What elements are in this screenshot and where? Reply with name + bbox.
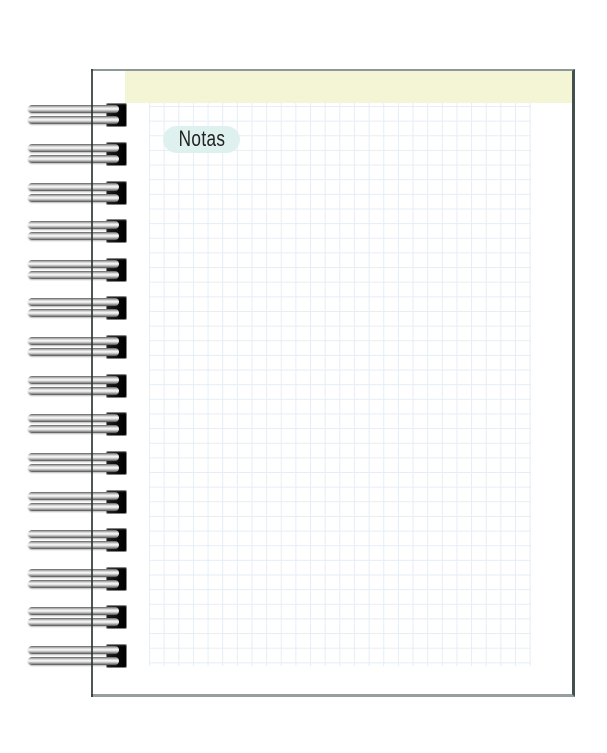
spiral-wire: [28, 530, 119, 539]
page-edge-line: [91, 69, 93, 697]
spiral-coil: [28, 219, 128, 244]
spiral-wire: [28, 618, 119, 627]
notas-badge-label: Notas: [178, 125, 225, 151]
spiral-coil: [28, 141, 128, 167]
spiral-coil: [28, 643, 128, 669]
spiral-wire: [28, 386, 119, 395]
spiral-coil: [28, 296, 128, 321]
spiral-wire: [28, 348, 119, 357]
spiral-wire: [28, 232, 119, 241]
spiral-coil: [28, 373, 128, 399]
spiral-coil: [28, 335, 128, 360]
spiral-wire: [28, 309, 119, 318]
spiral-wire: [28, 463, 119, 472]
spiral-wire: [28, 607, 119, 616]
spiral-wire: [28, 193, 119, 202]
notas-badge: Notas: [163, 126, 240, 153]
spiral-wire: [28, 645, 119, 654]
spiral-wire: [28, 105, 119, 114]
spiral-coil: [28, 412, 128, 437]
grid-paper: [149, 103, 531, 666]
spiral-coil: [28, 180, 128, 206]
spiral-wire: [28, 116, 119, 125]
spiral-wire: [28, 143, 119, 152]
spiral-coil: [28, 103, 128, 128]
spiral-wire: [28, 182, 119, 191]
spiral-wire: [28, 579, 119, 588]
spiral-wire: [28, 425, 119, 434]
spiral-wire: [28, 414, 119, 423]
spiral-coil: [28, 450, 128, 476]
spiral-coil: [28, 605, 128, 630]
spiral-coil: [28, 566, 128, 592]
spiral-wire: [28, 259, 119, 268]
spiral-wire: [28, 452, 119, 461]
spiral-coil: [28, 489, 128, 515]
spiral-wire: [28, 491, 119, 500]
spiral-wire: [28, 221, 119, 230]
spiral-wire: [28, 541, 119, 550]
spiral-wire: [28, 337, 119, 346]
spiral-wire: [28, 154, 119, 163]
spiral-wire: [28, 568, 119, 577]
spiral-wire: [28, 375, 119, 384]
spiral-coil: [28, 257, 128, 283]
spiral-wire: [28, 270, 119, 279]
header-band: [125, 71, 572, 103]
spiral-wire: [28, 298, 119, 307]
spiral-coil: [28, 528, 128, 553]
spiral-wire: [28, 656, 119, 665]
spiral-wire: [28, 502, 119, 511]
